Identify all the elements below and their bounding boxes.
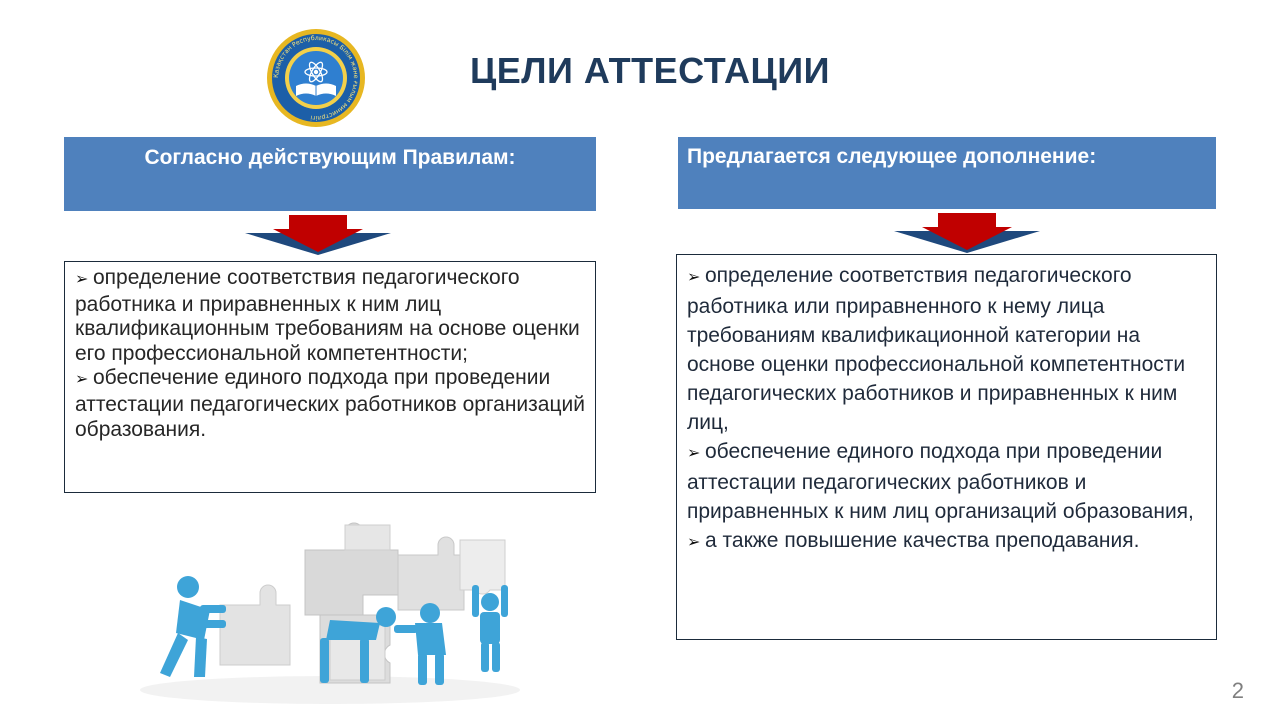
proposed-addition-header: Предлагается следующее дополнение: xyxy=(678,137,1216,209)
list-item-text: обеспечение единого подхода при проведен… xyxy=(75,366,585,441)
bullet-arrow-icon: ➢ xyxy=(687,534,701,551)
list-item: ➢определение соответствия педагогическог… xyxy=(687,261,1208,437)
current-rules-box: ➢определение соответствия педагогическог… xyxy=(64,261,596,493)
page-number: 2 xyxy=(1231,678,1244,703)
down-arrow-icon xyxy=(245,215,391,255)
bullet-arrow-icon: ➢ xyxy=(687,445,701,462)
list-item: ➢обеспечение единого подхода при проведе… xyxy=(687,437,1208,526)
list-item: ➢а также повышение качества преподавания… xyxy=(687,526,1208,557)
bullet-arrow-icon: ➢ xyxy=(75,271,89,288)
slide-title: ЦЕЛИ АТТЕСТАЦИИ xyxy=(469,50,830,91)
bullet-arrow-icon: ➢ xyxy=(75,371,89,389)
proposed-addition-box: ➢определение соответствия педагогическог… xyxy=(676,254,1217,640)
list-item-text: обеспечение единого подхода при проведен… xyxy=(687,440,1194,523)
bullet-arrow-icon: ➢ xyxy=(687,269,701,286)
list-item-text: а также повышение качества преподавания. xyxy=(705,529,1140,552)
ministry-emblem-icon: Қазақстан Республикасы Білім және ғылым … xyxy=(267,29,365,127)
down-arrow-icon xyxy=(894,213,1040,253)
current-rules-header: Согласно действующим Правилам: xyxy=(64,137,596,211)
list-item-text: определение соответствия педагогического… xyxy=(75,266,580,365)
list-item-text: определение соответствия педагогического… xyxy=(687,264,1186,434)
list-item: ➢обеспечение единого подхода при проведе… xyxy=(75,366,587,442)
puzzle-teamwork-illustration xyxy=(140,522,520,704)
list-item: ➢определение соответствия педагогическог… xyxy=(75,266,587,366)
